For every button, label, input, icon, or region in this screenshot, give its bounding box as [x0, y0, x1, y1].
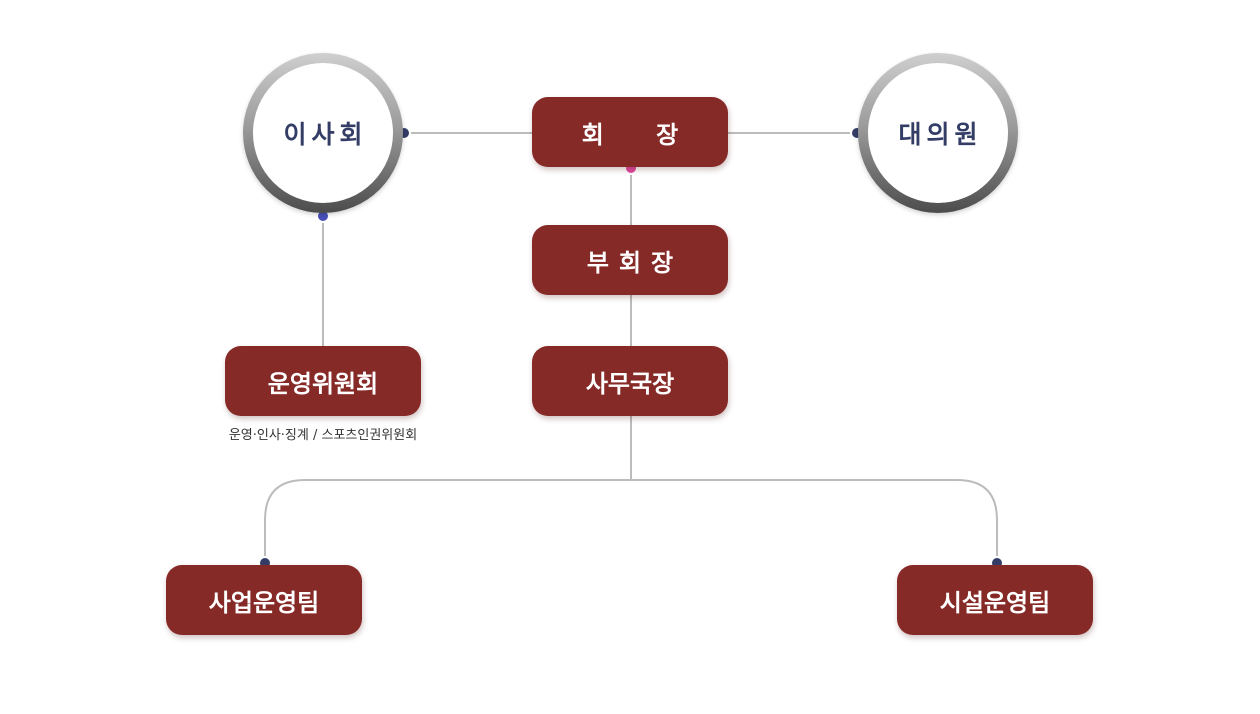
council-node: 대의원 — [858, 53, 1018, 213]
secretary-general-node: 사무국장 — [532, 346, 728, 416]
chairman-node: 회 장 — [532, 97, 728, 167]
steering-committee-node: 운영위원회 — [225, 346, 421, 416]
steering-committee-note: 운영·인사·징계 / 스포츠인권위원회 — [228, 428, 418, 443]
council-label: 대의원 — [868, 63, 1008, 203]
board-node: 이사회 — [243, 53, 403, 213]
business-team-node: 사업운영팀 — [166, 565, 362, 635]
team-branch-line — [264, 479, 998, 563]
vice-chairman-node: 부회장 — [532, 225, 728, 295]
board-label: 이사회 — [253, 63, 393, 203]
facility-team-node: 시설운영팀 — [897, 565, 1093, 635]
